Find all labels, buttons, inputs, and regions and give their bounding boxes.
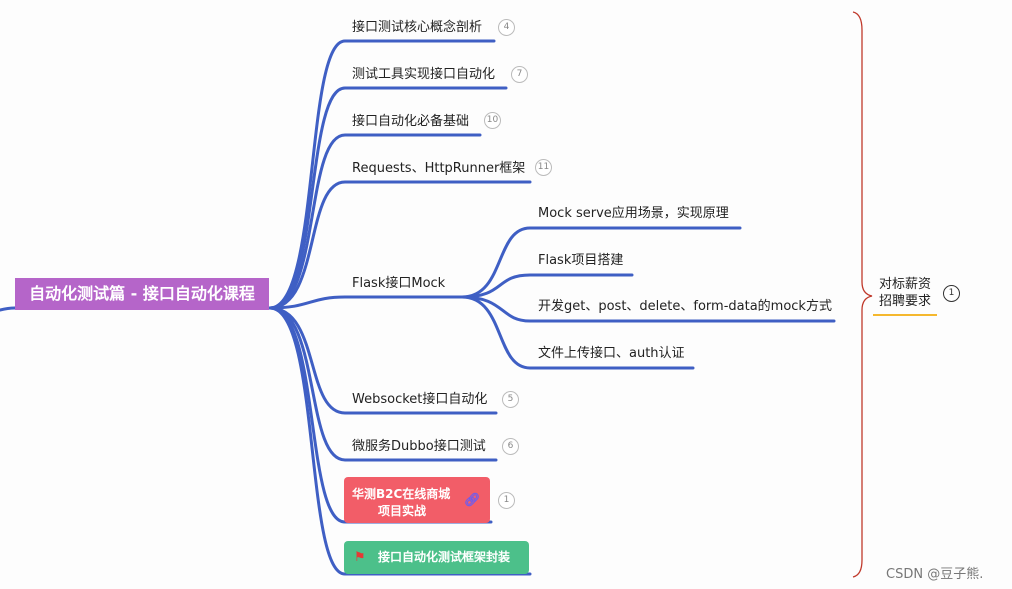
watermark: CSDN @豆子熊.: [886, 567, 984, 582]
summary-line1: 对标薪资: [879, 277, 932, 292]
connector-flask-3: [460, 295, 836, 323]
connector-branch-6: [268, 306, 498, 415]
branch-label-7[interactable]: 微服务Dubbo接口测试: [352, 439, 486, 454]
flask-child-2[interactable]: Flask项目搭建: [538, 253, 624, 268]
connector-branch-1: [268, 39, 496, 310]
branch-label-6[interactable]: Websocket接口自动化: [352, 392, 488, 407]
branch-count-badge-2: 7: [511, 66, 528, 83]
summary-line2: 招聘要求: [879, 294, 932, 309]
flask-child-1[interactable]: Mock serve应用场景，实现原理: [538, 206, 729, 221]
flask-child-4[interactable]: 文件上传接口、auth认证: [538, 346, 685, 361]
branch-label-5[interactable]: Flask接口Mock: [352, 276, 446, 291]
branch-count-badge-7: 6: [502, 438, 519, 455]
summary-count-badge: 1: [943, 285, 960, 302]
branch-count-badge-1: 4: [498, 19, 515, 36]
branch-count-badge-3: 10: [484, 112, 501, 129]
flag-icon: ⚑: [354, 550, 366, 565]
connector-branch-2: [268, 86, 508, 310]
branch-label-3[interactable]: 接口自动化必备基础: [352, 114, 470, 129]
link-icon[interactable]: 🔗︎: [464, 493, 481, 508]
connector-flask-1: [460, 226, 742, 299]
branch-label-2[interactable]: 测试工具实现接口自动化: [352, 67, 496, 82]
project-count-badge: 1: [498, 492, 515, 509]
branch-label-4[interactable]: Requests、HttpRunner框架: [352, 161, 526, 176]
connector-branch-5: [268, 295, 464, 310]
framework-node-label: 接口自动化测试框架封装: [378, 550, 511, 564]
flask-child-3[interactable]: 开发get、post、delete、form-data的mock方式: [538, 299, 832, 314]
branch-count-badge-6: 5: [502, 391, 519, 408]
framework-node[interactable]: ⚑ 接口自动化测试框架封装: [344, 541, 529, 574]
root-node[interactable]: 自动化测试篇 - 接口自动化课程: [15, 278, 269, 310]
summary-brace: [852, 11, 873, 578]
project-node-line2: 项目实战: [378, 504, 427, 518]
connector-flask-4: [460, 295, 695, 370]
branch-count-badge-4: 11: [535, 159, 552, 176]
connector-framework: [268, 306, 532, 576]
connector-branch-4: [268, 180, 532, 310]
project-node-line1: 华测B2C在线商城: [352, 487, 451, 501]
summary-underline: [873, 314, 937, 316]
summary-node[interactable]: 对标薪资 招聘要求: [879, 276, 931, 310]
branch-label-1[interactable]: 接口测试核心概念剖析: [352, 20, 483, 35]
root-left-stub: [0, 306, 17, 312]
connector-branch-3: [268, 133, 482, 310]
project-node[interactable]: 华测B2C在线商城 项目实战 🔗︎: [344, 477, 490, 523]
connector-flask-2: [460, 273, 634, 299]
connector-branch-7: [268, 306, 498, 462]
